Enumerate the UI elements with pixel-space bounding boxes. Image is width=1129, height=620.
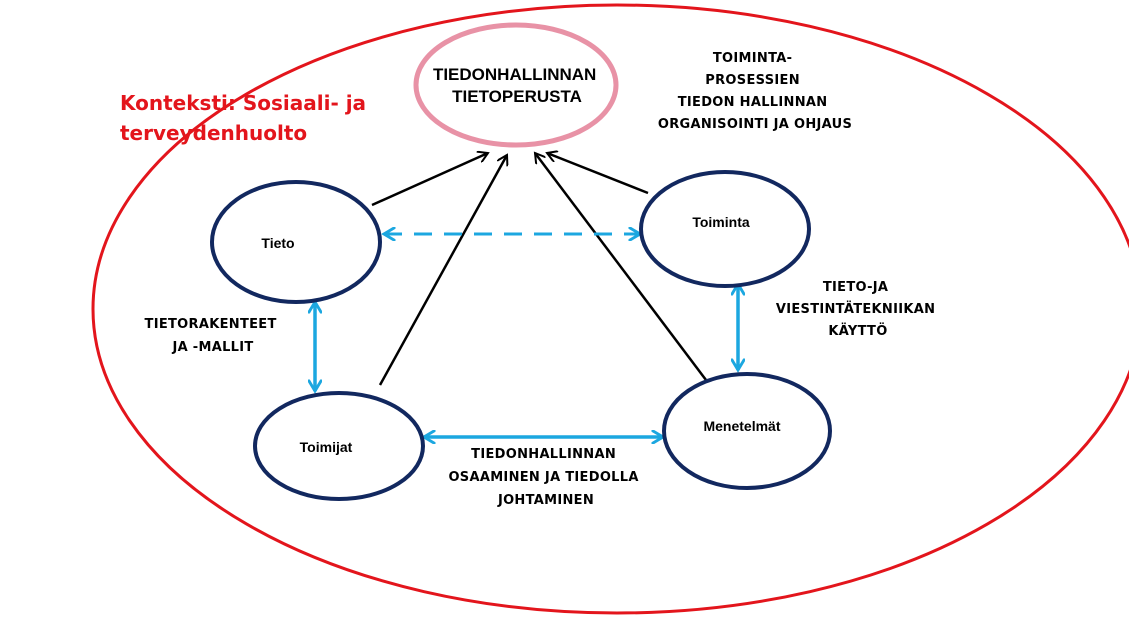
label-toimintaprosessien-line1: TOIMINTA- — [713, 51, 792, 66]
node-toimijat — [253, 391, 425, 501]
label-viestintatekniikka-line1: TIETO-JA — [823, 280, 888, 295]
node-menetelmat-label: Menetelmät — [703, 418, 780, 434]
node-toimijat-label: Toimijat — [300, 439, 353, 455]
center-label-line1: TIEDONHALLINNAN — [433, 65, 596, 84]
arrow-toiminta-to-center — [547, 153, 649, 195]
center-label-line2: TIETOPERUSTA — [452, 87, 582, 106]
label-toimintaprosessien-line4: ORGANISOINTI JA OHJAUS — [658, 117, 852, 132]
arrow-menetelmat-to-center — [535, 153, 707, 381]
label-osaaminen-line3: JOHTAMINEN — [497, 493, 594, 508]
node-tieto-label: Tieto — [261, 235, 294, 251]
context-label-line1: Konteksti: Sosiaali- ja — [120, 91, 366, 115]
node-toiminta — [639, 170, 811, 288]
label-viestintatekniikka-line3: KÄYTTÖ — [828, 323, 887, 339]
label-toimintaprosessien-line3: TIEDON HALLINNAN — [678, 95, 828, 110]
arrow-toimijat-to-center — [378, 155, 507, 386]
label-viestintatekniikka: TIETO-JA VIESTINTÄTEKNIIKAN KÄYTTÖ — [776, 280, 940, 339]
context-ellipse — [91, 3, 1129, 615]
context-label: Konteksti: Sosiaali- ja terveydenhuolto — [120, 91, 373, 145]
node-tieto — [210, 180, 382, 304]
label-toimintaprosessien: TOIMINTA- PROSESSIEN TIEDON HALLINNAN OR… — [658, 51, 852, 132]
center-ellipse — [413, 22, 619, 148]
node-toiminta-label: Toiminta — [692, 214, 750, 230]
center-label: TIEDONHALLINNAN TIETOPERUSTA — [433, 65, 601, 106]
label-tietorakenteet-line1: TIETORAKENTEET — [145, 317, 277, 332]
label-tietorakenteet: TIETORAKENTEET JA -MALLIT — [145, 317, 282, 355]
arrow-tieto-to-center — [371, 153, 488, 207]
label-osaaminen-line1: TIEDONHALLINNAN — [471, 447, 616, 462]
label-osaaminen-line2: OSAAMINEN JA TIEDOLLA — [448, 470, 638, 485]
label-tietorakenteet-line2: JA -MALLIT — [171, 340, 253, 355]
context-label-line2: terveydenhuolto — [120, 121, 307, 145]
node-menetelmat — [662, 372, 832, 490]
label-osaaminen: TIEDONHALLINNAN OSAAMINEN JA TIEDOLLA JO… — [448, 447, 643, 508]
label-viestintatekniikka-line2: VIESTINTÄTEKNIIKAN — [776, 301, 935, 317]
label-toimintaprosessien-line2: PROSESSIEN — [705, 73, 800, 88]
